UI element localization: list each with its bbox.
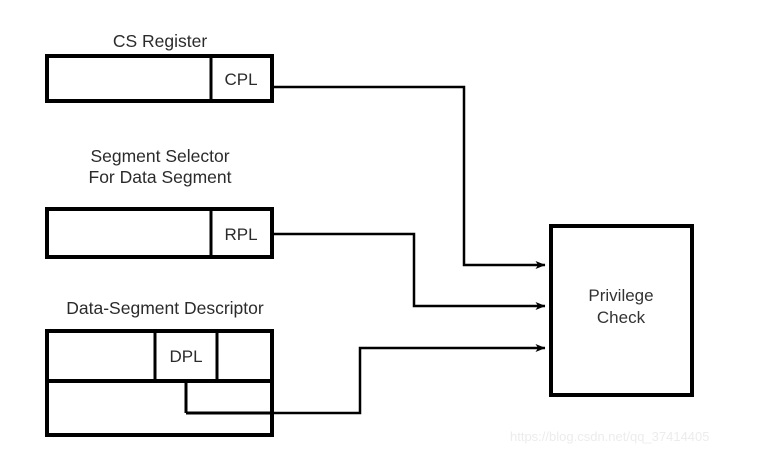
privilege-check-label-line1: Privilege [588,286,653,305]
segment-selector-group [45,207,274,259]
connector-cpl [272,85,546,269]
dpl-field-label: DPL [169,347,202,366]
privilege-check-box [549,224,694,397]
privilege-check-group [549,224,694,397]
watermark-text: https://blog.csdn.net/qq_37414405 [510,429,710,444]
privilege-check-label-line2: Check [597,308,646,327]
cs-register-label: CS Register [113,31,208,51]
cs-register-box [45,54,274,103]
segment-selector-box [45,207,274,259]
connector-rpl [272,232,546,310]
segment-selector-label-line2: For Data Segment [89,167,232,187]
cs-register-group [45,54,274,103]
data-segment-descriptor-label: Data-Segment Descriptor [66,298,264,318]
cpl-field-label: CPL [224,70,257,89]
data-segment-descriptor-group [45,329,274,437]
segment-selector-label-line1: Segment Selector [90,146,229,166]
rpl-field-label: RPL [224,225,257,244]
connector-dpl [272,344,546,415]
